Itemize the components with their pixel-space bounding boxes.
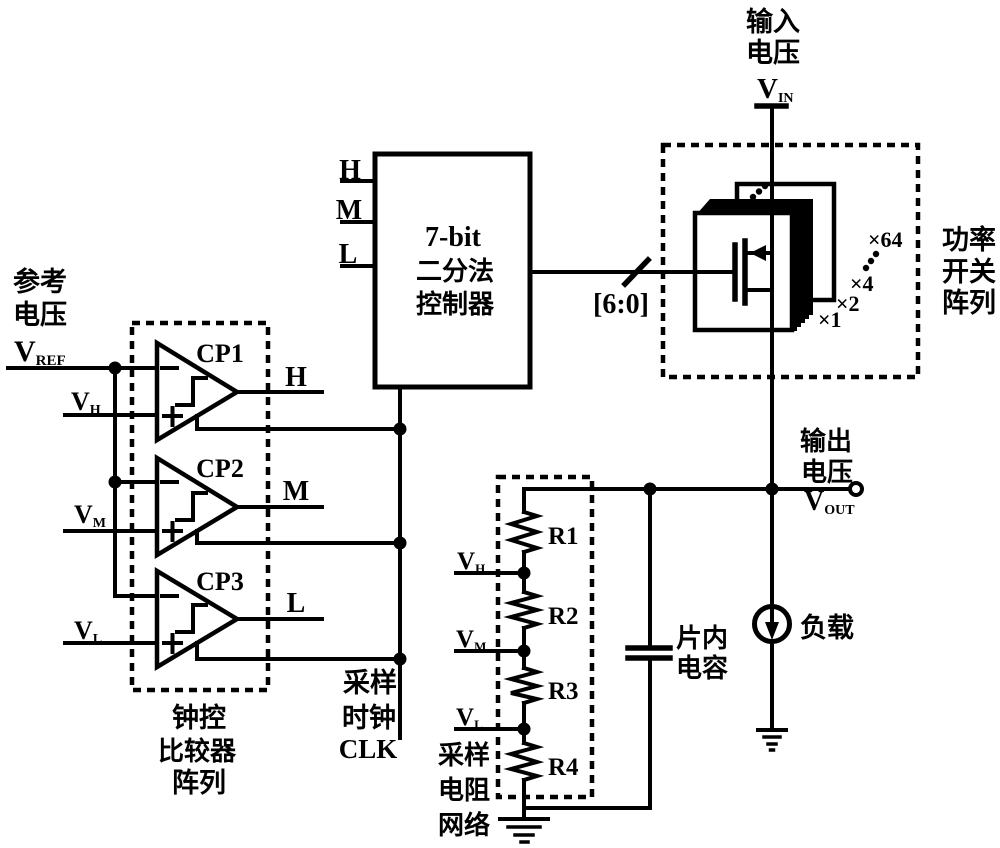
resistor-r3 xyxy=(503,665,545,706)
ctrl-input-h-label: H xyxy=(339,155,361,186)
capacitor-caption-1: 片内 xyxy=(676,624,728,653)
cp1-plus-icon xyxy=(162,406,183,427)
cp2-clock-wire xyxy=(195,529,402,545)
tap-vl-label: VL xyxy=(456,704,483,732)
junction-dot xyxy=(108,475,122,489)
power-switch-array: 输入 电压 VIN ×64 ×4 ×2 ×1 功率 开 xyxy=(528,6,996,380)
r3-label: R3 xyxy=(548,678,579,705)
mult-x2-label: ×2 xyxy=(836,291,860,316)
resistor-r4 xyxy=(503,740,545,783)
vout-caption-1: 输出 xyxy=(800,426,852,456)
vout-caption-2: 电压 xyxy=(801,458,853,487)
ref-voltage-label-1: 参考 xyxy=(13,266,67,297)
power-array-caption-3: 阵列 xyxy=(942,288,996,318)
mult-x1-label: ×1 xyxy=(818,307,842,332)
junction-dot xyxy=(393,652,407,666)
cp2-plus-icon xyxy=(162,521,183,542)
resistor-network: R1 R2 R3 R4 VH VM VL 采样 电阻 网 xyxy=(438,474,595,844)
mult-ellipsis-icon xyxy=(867,257,875,265)
cp3-output-label: L xyxy=(287,588,306,619)
ground-icon xyxy=(756,728,788,752)
capacitor-caption-2: 电容 xyxy=(676,653,728,683)
mult-ellipsis-icon xyxy=(872,250,880,258)
cp3-name: CP3 xyxy=(196,567,244,596)
stack-ellipsis-icon xyxy=(749,193,757,201)
controller-block xyxy=(372,151,533,390)
junction-dot xyxy=(108,361,122,375)
comparator-array-caption-3: 阵列 xyxy=(172,768,226,798)
cp1-clock-wire xyxy=(195,414,402,431)
resistor-r2 xyxy=(503,589,545,631)
junction-dot xyxy=(765,482,779,496)
clk-caption-1: 采样 xyxy=(343,667,397,698)
resistor-network-caption-2: 电阻 xyxy=(438,776,490,805)
power-array-caption-2: 开关 xyxy=(942,257,996,287)
capacitor-bottom-wire xyxy=(522,658,652,810)
resistor-network-caption-3: 网络 xyxy=(438,810,490,840)
vin-label: VIN xyxy=(757,73,794,106)
cp2-name: CP2 xyxy=(196,454,244,483)
power-array-box xyxy=(660,142,921,380)
ref-voltage-label-2: 电压 xyxy=(13,300,67,330)
mult-x4-label: ×4 xyxy=(850,271,874,296)
load-arrow-icon xyxy=(765,622,779,640)
junction-dot xyxy=(393,536,407,550)
vout-label: VOUT xyxy=(804,486,855,518)
vin-caption-2: 电压 xyxy=(746,38,800,68)
vout-wire xyxy=(522,487,852,514)
ground-icon xyxy=(498,817,550,844)
controller-title-1: 7-bit xyxy=(425,222,482,253)
tap-vh-label: VH xyxy=(457,548,485,576)
controller-title-3: 控制器 xyxy=(416,290,495,319)
ctrl-input-m-label: M xyxy=(336,195,362,226)
r1-label: R1 xyxy=(548,523,579,550)
cp1-step-icon xyxy=(175,376,208,407)
resistor-network-caption-1: 采样 xyxy=(438,740,490,770)
cp3-clock-wire xyxy=(195,641,402,661)
r2-label: R2 xyxy=(548,603,579,630)
load-label: 负载 xyxy=(800,613,854,643)
cp1-output-label: H xyxy=(285,362,307,393)
junction-dot xyxy=(517,566,531,580)
vh-input-label: VH xyxy=(71,387,101,418)
mult-x64-label: ×64 xyxy=(868,227,903,252)
output-network: 输出 电压 VOUT 负载 片内 电容 xyxy=(522,104,864,810)
cp3-plus-icon xyxy=(162,633,183,654)
vref-label: VREF xyxy=(14,335,66,369)
r4-label: R4 xyxy=(548,754,579,781)
stack-ellipsis-icon xyxy=(755,188,763,195)
vm-input-label: VM xyxy=(74,500,106,531)
junction-dot xyxy=(517,722,531,736)
mosfet-arrow-icon xyxy=(750,245,766,261)
comparator-array-caption-1: 钟控 xyxy=(172,703,226,733)
vin-caption-1: 输入 xyxy=(746,6,800,37)
mult-ellipsis-icon xyxy=(862,264,870,272)
vout-terminal xyxy=(848,481,864,497)
resistor-r1 xyxy=(504,509,544,555)
power-array-caption-1: 功率 xyxy=(942,224,996,255)
comparator-array-caption-2: 比较器 xyxy=(158,736,237,766)
junction-dot xyxy=(517,644,531,658)
controller: H M L 7-bit 二分法 控制器 采样 时钟 CLK [6:0] xyxy=(336,151,652,764)
vl-input-label: VL xyxy=(74,616,102,647)
clk-caption-3: CLK xyxy=(339,734,398,764)
cp2-output-label: M xyxy=(283,476,309,507)
junction-dot xyxy=(393,422,407,436)
resistor-network-box xyxy=(495,474,595,800)
comparator-array: 参考 电压 VREF VH VM VL CP1 H CP2 M xyxy=(6,266,402,798)
cp3-step-icon xyxy=(175,603,208,634)
ctrl-input-l-label: L xyxy=(339,239,358,270)
stack-ellipsis-icon xyxy=(761,182,769,190)
cp2-step-icon xyxy=(175,491,208,522)
cp1-name: CP1 xyxy=(196,339,244,368)
controller-title-2: 二分法 xyxy=(416,257,494,286)
bus-width-label: [6:0] xyxy=(593,289,649,320)
clk-caption-2: 时钟 xyxy=(342,703,396,733)
